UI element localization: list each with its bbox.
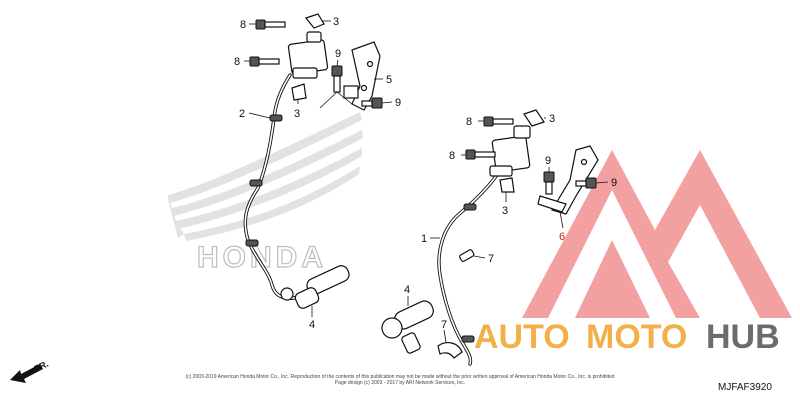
wire-clamp-7-upper (459, 249, 475, 262)
clip-3-left-upper (304, 13, 325, 29)
spark-plug-cap-4-right (381, 300, 434, 354)
callout-9-d: 9 (611, 177, 617, 189)
callout-6: 6 (559, 231, 565, 243)
honda-wing-watermark (168, 112, 363, 241)
callout-3-b: 3 (294, 108, 300, 120)
callout-7-b: 7 (441, 319, 447, 331)
copyright-line-2: Page design (c) 2003 - 2017 by ARI Netwo… (335, 380, 465, 386)
callout-8-a: 8 (240, 19, 246, 31)
callout-4-a: 4 (309, 319, 315, 331)
bolt-8-right-lower (465, 149, 496, 160)
bolt-9-right-right (575, 177, 597, 189)
callout-numbers: 8 3 8 9 5 3 2 9 8 3 8 9 9 3 6 1 7 4 4 7 (234, 16, 617, 331)
brand-hub-text: HUB (706, 318, 780, 356)
callout-3-d: 3 (502, 205, 508, 217)
bolt-9-right-upper (543, 171, 555, 195)
callout-1: 1 (421, 233, 427, 245)
wire-clamp-7-lower (437, 342, 463, 359)
callout-9-a: 9 (335, 48, 341, 60)
callout-8-c: 8 (466, 116, 472, 128)
bolt-8-left-lower (249, 56, 280, 67)
automotohub-triangle-logo (522, 150, 792, 318)
callout-8-b: 8 (234, 56, 240, 68)
bolt-9-left-upper (331, 65, 343, 93)
coil-bracket-5 (343, 41, 381, 111)
diagram-code: MJFAF3920 (718, 382, 772, 393)
front-direction-label: FR. (33, 359, 50, 374)
callout-3-c: 3 (549, 113, 555, 125)
callout-2: 2 (239, 108, 245, 120)
copyright-line-1: (c) 2003-2019 American Honda Motor Co., … (185, 374, 614, 380)
front-arrow-icon (10, 364, 43, 383)
bolt-8-left-upper (255, 19, 286, 30)
coil-bracket-6 (537, 145, 599, 215)
high-tension-wire-2 (243, 73, 304, 301)
callout-4-b: 4 (404, 284, 410, 296)
callout-9-c: 9 (545, 155, 551, 167)
callout-3-a: 3 (333, 16, 339, 28)
front-direction-indicator: FR. (10, 359, 50, 383)
brand-moto-text: MOTO (586, 318, 687, 356)
ignition-coil-right (489, 125, 531, 177)
callout-9-b: 9 (395, 97, 401, 109)
bolt-9-left-right (361, 97, 383, 109)
leader-lines (244, 20, 609, 343)
callout-5: 5 (386, 74, 392, 86)
callout-8-d: 8 (449, 150, 455, 162)
honda-logo-text: HONDA (197, 241, 327, 274)
brand-auto-text: AUTO (474, 318, 570, 356)
spark-plug-cap-4-left (294, 265, 350, 309)
clip-3-right-upper (523, 109, 545, 127)
ignition-coil-left (287, 31, 329, 79)
bolt-8-right-upper (483, 116, 514, 127)
callout-7-a: 7 (488, 253, 494, 265)
clip-3-right-lower (499, 177, 515, 193)
high-tension-wire-1 (437, 173, 499, 366)
clip-3-left-lower (291, 83, 307, 101)
